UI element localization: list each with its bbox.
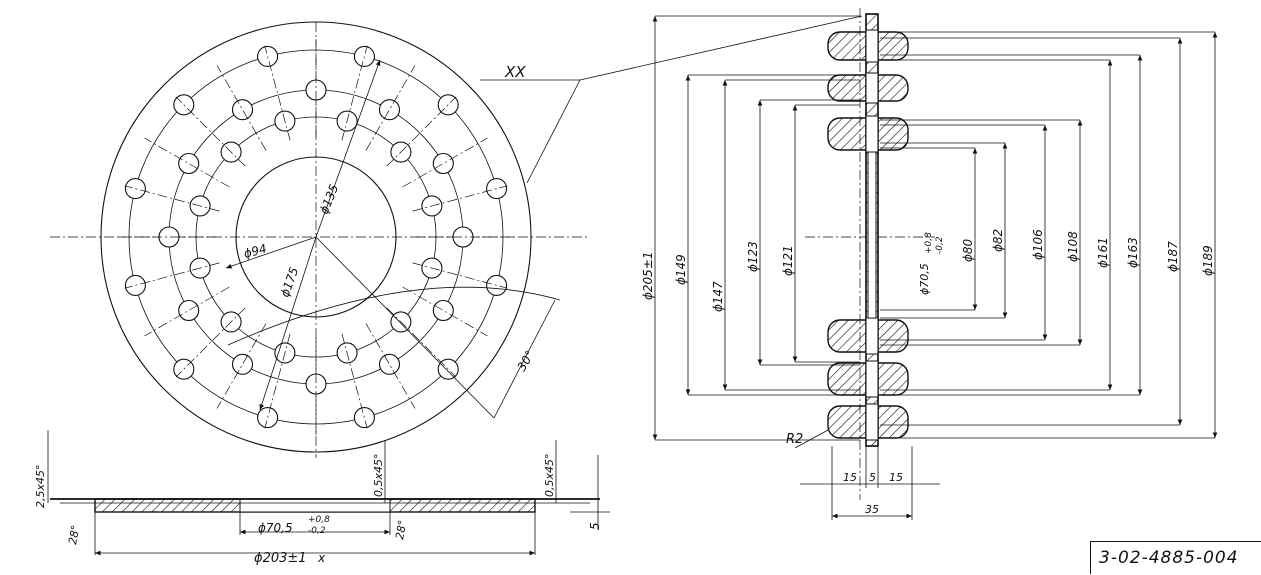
hole-axis bbox=[412, 185, 508, 212]
chamfer-right: 0,5x45° bbox=[543, 453, 556, 497]
right-dim-label: ϕ108 bbox=[1066, 231, 1080, 262]
right-dim-label: ϕ82 bbox=[991, 229, 1005, 252]
left-dim-label: ϕ121 bbox=[781, 245, 795, 276]
hole-axis bbox=[402, 137, 488, 188]
right-dim-label: ϕ189 bbox=[1201, 245, 1215, 276]
detail-dims-left: ϕ205±1 ϕ149 ϕ147 ϕ123 ϕ121 bbox=[641, 15, 860, 441]
chamfer-mid: 0,5x45° bbox=[372, 453, 385, 497]
bolt-hole bbox=[178, 152, 200, 175]
bolt-hole bbox=[378, 99, 401, 121]
angle-dim-line bbox=[493, 299, 556, 419]
detail-lug-gap bbox=[865, 29, 879, 63]
detail-dims-right: ϕ80 ϕ82 ϕ106 ϕ108 ϕ161 ϕ163 ϕ187 ϕ189 bbox=[880, 31, 1218, 439]
left-dim-label: ϕ205±1 bbox=[641, 251, 655, 300]
hole-axis bbox=[365, 323, 416, 409]
height-dim: 5 bbox=[588, 522, 602, 530]
hole-axis bbox=[412, 262, 508, 289]
detail-lug-gap bbox=[865, 72, 879, 104]
hole-axis bbox=[341, 45, 368, 141]
hole-axis bbox=[216, 65, 267, 151]
bore-dim: ϕ70,5 bbox=[258, 521, 293, 535]
front-view: ϕ135 ϕ94 ϕ175 30° XX bbox=[50, 15, 863, 458]
bolt-hole bbox=[432, 299, 454, 322]
dim-d135: ϕ135 bbox=[317, 182, 342, 216]
d175-leader bbox=[259, 236, 317, 411]
bottom-dim-3: 15 bbox=[889, 471, 903, 484]
detail-lugs bbox=[827, 29, 909, 441]
detail-bore-tol-lower: -0,2 bbox=[935, 236, 945, 254]
callout-link bbox=[579, 15, 863, 81]
total-width: 35 bbox=[865, 503, 879, 516]
outer-mark: x bbox=[317, 551, 326, 565]
left-dim-label: ϕ123 bbox=[746, 241, 760, 272]
hole-axis bbox=[365, 65, 416, 151]
hole-axis bbox=[144, 137, 230, 188]
hole-axis bbox=[264, 45, 291, 141]
chamfer-left: 2,5x45° bbox=[34, 464, 47, 508]
right-dim-label: ϕ106 bbox=[1031, 229, 1045, 260]
bolt-hole bbox=[378, 353, 401, 375]
right-dim-label: ϕ187 bbox=[1166, 241, 1180, 272]
hole-axis bbox=[341, 333, 368, 429]
radius-label: R2 bbox=[786, 432, 803, 447]
detail-lug-gap bbox=[865, 403, 879, 441]
bolt-hole bbox=[231, 99, 254, 121]
drawing-number: 3-02-4885-004 bbox=[1099, 548, 1239, 568]
section-bore bbox=[239, 498, 391, 513]
detail-lug-gap bbox=[865, 360, 879, 398]
radius-leader bbox=[794, 429, 829, 449]
detail-bore-dim: ϕ70,5 bbox=[918, 263, 931, 295]
dim-d94: ϕ94 bbox=[242, 241, 268, 261]
detail-bore bbox=[867, 149, 877, 321]
hole-axis bbox=[175, 307, 246, 378]
angle-ray bbox=[315, 236, 495, 419]
callout-leader bbox=[526, 79, 581, 184]
dim-angle: 30° bbox=[514, 348, 537, 373]
hole-axis bbox=[264, 333, 291, 429]
hole-axis bbox=[124, 262, 220, 289]
d135-leader bbox=[315, 59, 381, 238]
hole-axis bbox=[402, 286, 488, 337]
angle-left: 28° bbox=[66, 524, 82, 545]
detail-lug-gap bbox=[865, 115, 879, 153]
right-dim-label: ϕ80 bbox=[961, 238, 975, 262]
left-dim-label: ϕ147 bbox=[711, 281, 725, 312]
bore-tol-lower: -0,2 bbox=[308, 526, 326, 536]
hole-axis bbox=[124, 185, 220, 212]
hole-axes bbox=[118, 39, 514, 435]
detail-lug-gap bbox=[865, 317, 879, 355]
bore-tol-upper: +0,8 bbox=[308, 515, 330, 525]
bolt-hole bbox=[178, 299, 200, 322]
outer-dim: ϕ203±1 bbox=[254, 551, 307, 566]
bolt-hole bbox=[432, 152, 454, 175]
detail-bore-tol-upper: +0,8 bbox=[924, 232, 934, 254]
drawing-number-box: 3-02-4885-004 bbox=[1090, 541, 1261, 574]
right-dim-label: ϕ161 bbox=[1096, 237, 1110, 268]
hole-axis bbox=[386, 96, 457, 167]
hole-axis bbox=[144, 286, 230, 337]
callout-label: XX bbox=[504, 63, 526, 81]
angle-arc bbox=[227, 286, 561, 346]
d94-leader bbox=[225, 236, 317, 269]
detail-xx: ϕ205±1 ϕ149 ϕ147 ϕ123 ϕ121 ϕ80 ϕ82 ϕ106 ϕ108 ϕ16… bbox=[641, 8, 1218, 520]
section-view: 2,5x45° 0,5x45° 0,5x45° 28° 28° ϕ70,5 +0… bbox=[34, 430, 610, 566]
hole-axis bbox=[386, 307, 457, 378]
bottom-dim-2: 5 bbox=[869, 471, 876, 484]
bolt-hole bbox=[231, 353, 254, 375]
angle-mid: 28° bbox=[393, 519, 409, 540]
left-dim-label: ϕ149 bbox=[674, 254, 688, 285]
bottom-dim-1: 15 bbox=[843, 471, 857, 484]
right-dim-label: ϕ163 bbox=[1126, 237, 1140, 268]
hole-axis bbox=[216, 323, 267, 409]
hole-axis bbox=[175, 96, 246, 167]
